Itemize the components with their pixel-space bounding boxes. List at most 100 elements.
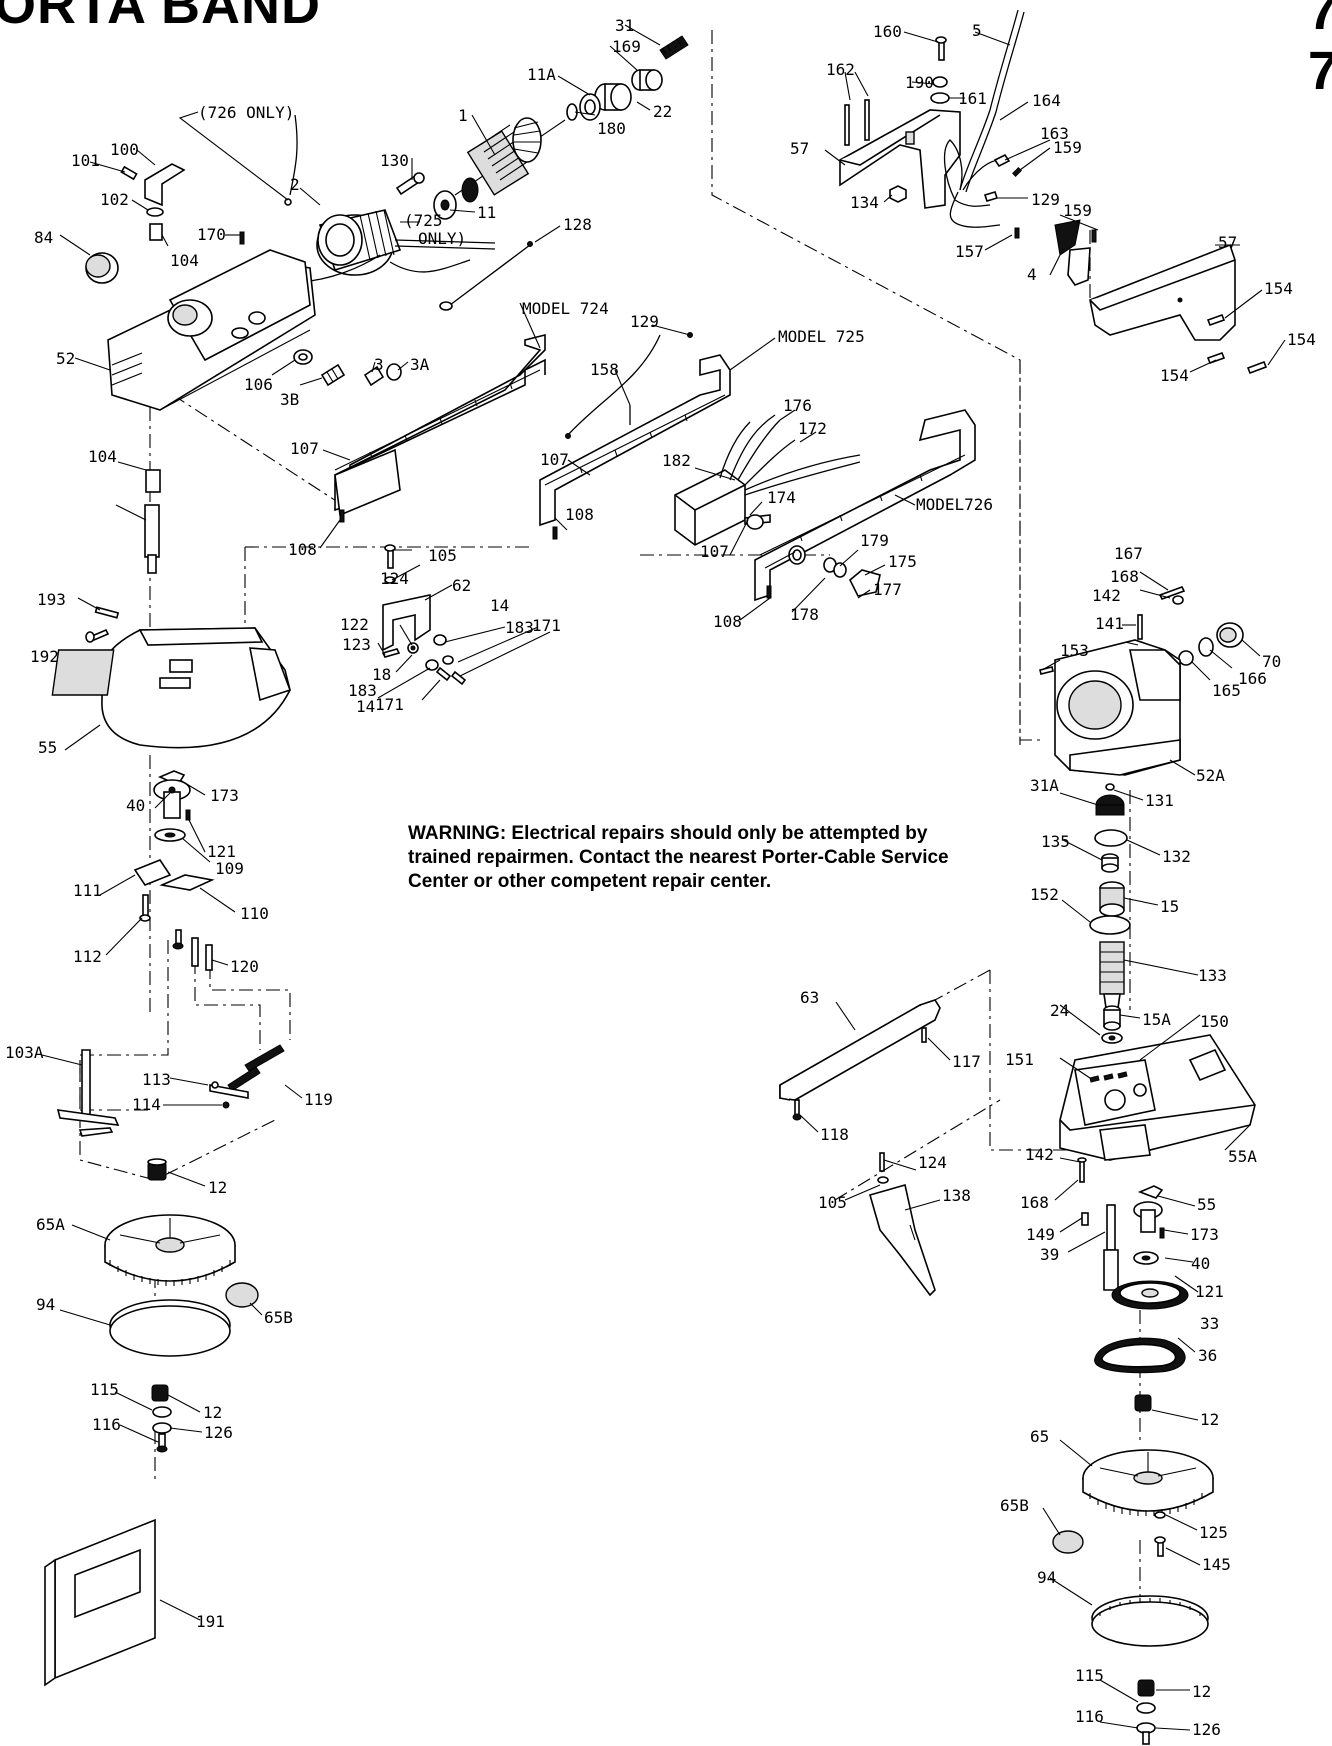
callout: 121 <box>207 842 236 861</box>
armature-1 <box>454 117 566 203</box>
callout: 107 <box>290 439 319 458</box>
spacer-135 <box>1101 853 1119 873</box>
field-2 <box>299 209 471 283</box>
callout: 134 <box>850 193 879 212</box>
screw-130 <box>395 172 425 196</box>
callout: 132 <box>1162 847 1191 866</box>
page-title: ORTA BAND <box>0 0 321 35</box>
callout: 110 <box>240 904 269 923</box>
screw-142-141-right <box>1077 1157 1087 1183</box>
clip-173-right <box>1137 1185 1164 1199</box>
callout: 169 <box>612 37 641 56</box>
washer-190 <box>932 76 948 88</box>
cover-65B-left <box>225 1282 259 1308</box>
callout: 117 <box>952 1052 981 1071</box>
callout: 104 <box>88 447 117 466</box>
callout: 100 <box>110 140 139 159</box>
wire-725-only <box>394 239 496 250</box>
callout: 163 <box>1040 124 1069 143</box>
screw-122-123 <box>381 642 419 658</box>
nut-175-177 <box>849 569 881 597</box>
callout: 161 <box>958 89 987 108</box>
callout: 154 <box>1160 366 1189 385</box>
screw-124-right <box>879 1152 885 1172</box>
guide-110 <box>159 874 215 891</box>
washer-106 <box>293 349 313 365</box>
callout: 119 <box>304 1090 333 1109</box>
callout: 108 <box>565 505 594 524</box>
callout: 15 <box>1160 897 1179 916</box>
callout: 129 <box>1031 190 1060 209</box>
washer-115-right <box>1136 1702 1156 1714</box>
callout: 102 <box>100 190 129 209</box>
callout: 125 <box>1199 1523 1228 1542</box>
callout: 114 <box>132 1095 161 1114</box>
callout: 84 <box>34 228 53 247</box>
callout: 126 <box>1192 1720 1221 1739</box>
callout: 11 <box>477 203 496 222</box>
callout: 122 <box>340 615 369 634</box>
callout: 131 <box>1145 791 1174 810</box>
gear-housing-52A <box>1054 639 1181 776</box>
callout: 65A <box>36 1215 65 1234</box>
svg-text:MODEL 725: MODEL 725 <box>778 327 865 346</box>
tire-94-right <box>1091 1595 1209 1647</box>
pin-101 <box>120 165 138 181</box>
callout: 164 <box>1032 91 1061 110</box>
callout: 172 <box>798 419 827 438</box>
callout: 168 <box>1020 1193 1049 1212</box>
svg-text:(725: (725 <box>404 211 443 230</box>
shaft-103A <box>56 1049 120 1137</box>
washer-105-right <box>877 1176 889 1184</box>
motor-housing-52 <box>107 249 316 411</box>
svg-text:ONLY): ONLY) <box>418 229 466 248</box>
callout: 168 <box>1110 567 1139 586</box>
callout: 124 <box>918 1153 947 1172</box>
callout: 173 <box>210 786 239 805</box>
callout: 40 <box>126 796 145 815</box>
callout: 108 <box>288 540 317 559</box>
svg-text:MODEL726: MODEL726 <box>916 495 993 514</box>
callout: 118 <box>820 1125 849 1144</box>
bearing-11A <box>579 93 601 121</box>
callout: 167 <box>1114 544 1143 563</box>
callout: 121 <box>1195 1282 1224 1301</box>
callout: 149 <box>1026 1225 1055 1244</box>
callout: 151 <box>1005 1050 1034 1069</box>
callout: 153 <box>1060 641 1089 660</box>
callout: 36 <box>1198 1346 1217 1365</box>
cropped-title-char: 7 <box>1308 0 1332 41</box>
nut-14-183 <box>425 634 454 671</box>
callout: 14 <box>490 596 509 615</box>
electrical-warning-note: WARNING: Electrical repairs should only … <box>408 823 949 892</box>
callout: 130 <box>380 151 409 170</box>
cap-3A <box>386 363 402 381</box>
callout: 52 <box>56 349 75 368</box>
screw-117 <box>921 1027 927 1043</box>
base-55A <box>1059 1034 1256 1161</box>
callout: 109 <box>215 859 244 878</box>
callout: 57 <box>790 139 809 158</box>
callout: 12 <box>1200 1410 1219 1429</box>
callout: 33 <box>1200 1314 1219 1333</box>
note-726-only-text: (726 ONLY) <box>198 103 294 122</box>
bearing-12-right-b <box>1137 1679 1155 1697</box>
callout: 116 <box>1075 1707 1104 1726</box>
washer-109 <box>154 828 186 842</box>
callout: 170 <box>197 225 226 244</box>
manual-191 <box>44 1518 156 1687</box>
callout: 160 <box>873 22 902 41</box>
sleeve-104-top <box>149 223 163 241</box>
oring-132 <box>1094 829 1128 847</box>
washer-105-top <box>384 576 396 584</box>
callout: 105 <box>428 546 457 565</box>
callout: 65B <box>1000 1496 1029 1515</box>
screw-124-top <box>384 544 396 569</box>
callout: 107 <box>700 542 729 561</box>
wheel-65A <box>104 1214 236 1286</box>
callout: 94 <box>1037 1568 1056 1587</box>
screw-160 <box>935 36 947 61</box>
label-model-726: MODEL726 <box>894 494 993 514</box>
washer-126-left <box>152 1422 172 1434</box>
callout: 18 <box>372 665 391 684</box>
